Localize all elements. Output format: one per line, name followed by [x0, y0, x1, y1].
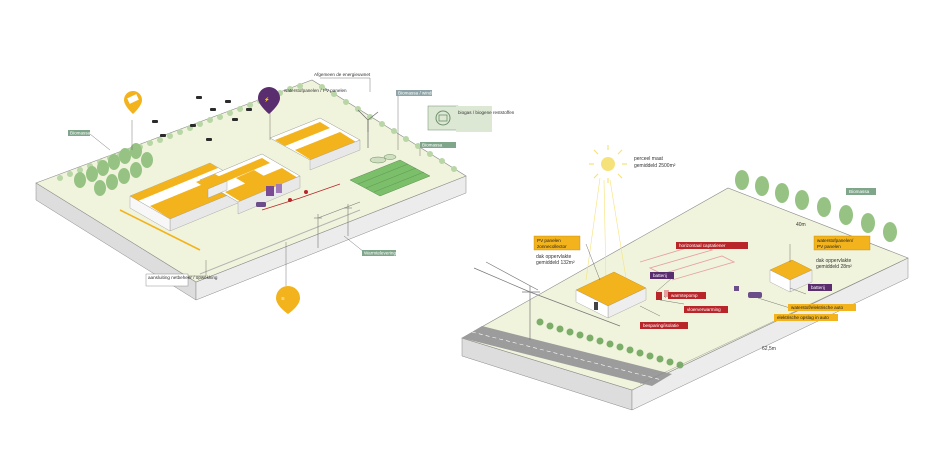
car-left — [256, 202, 266, 207]
svg-text:PV panelen: PV panelen — [817, 244, 841, 249]
lightning-icon: ⚡ — [264, 96, 270, 103]
wind-turbine — [357, 109, 379, 148]
svg-text:Biomassa / windmolens: Biomassa / windmolens — [398, 91, 447, 96]
svg-text:waterstofpanelen/: waterstofpanelen/ — [817, 238, 854, 243]
label-battery-left: batterij — [650, 272, 674, 279]
dimension-length: 62,5m — [762, 346, 776, 352]
power-lines-left — [314, 201, 361, 248]
svg-text:Warmtelevering: Warmtelevering — [364, 251, 396, 256]
svg-text:waterstof/elektrische auto: waterstof/elektrische auto — [791, 305, 844, 310]
svg-text:zonnecollector: zonnecollector — [537, 244, 567, 249]
solar-field — [349, 159, 431, 197]
right-tree-row — [735, 170, 897, 242]
dimension-width: 40m — [796, 222, 806, 228]
plot-size-line2: gemiddeld 2500m² — [634, 163, 676, 169]
label-electric-storage: elektrische opslag in auto — [774, 314, 838, 321]
right-hedge — [536, 318, 684, 369]
roof-area-left-2: gemiddeld 132m² — [536, 260, 575, 266]
flame-icon: ≋ — [281, 296, 285, 301]
road-marking — [471, 331, 663, 381]
svg-text:besparing/isolatie: besparing/isolatie — [643, 323, 679, 328]
label-groen-biomassa: Biomassa — [420, 142, 456, 148]
charger-right — [734, 286, 739, 291]
installation-purple-2 — [276, 184, 282, 193]
svg-text:aansluiting netbeheer / opwekk: aansluiting netbeheer / opwekking — [148, 275, 218, 280]
label-hydrogen-pv: waterstofpanelen/ PV panelen — [813, 235, 871, 251]
svg-text:vloerverwarming: vloerverwarming — [687, 307, 721, 312]
label-connection: aansluiting netbeheer / opwekking — [145, 273, 218, 287]
electricity-pin: ⚡ — [258, 87, 280, 114]
sun-icon — [589, 145, 627, 183]
car-right — [748, 292, 762, 298]
left-farm-diagram: ⚡ ≋ Biomassa Afgemeen de energieuwnet wa… — [35, 72, 515, 314]
dimension-line-length — [639, 261, 901, 385]
svg-text:biogas / biogene reststoffen: biogas / biogene reststoffen — [458, 110, 515, 115]
svg-text:Biomassa: Biomassa — [70, 131, 91, 136]
power-lines-right — [473, 261, 621, 340]
right-ground — [461, 187, 909, 391]
pipeline-1 — [119, 209, 201, 251]
left-tree-row — [74, 143, 153, 196]
solar-pin — [124, 91, 142, 114]
svg-text:horizontaal captatiener: horizontaal captatiener — [679, 243, 726, 248]
house-right — [769, 259, 813, 293]
label-waterstof: waterstofpanelen / PV panelen — [284, 88, 347, 93]
svg-text:batterij: batterij — [811, 285, 825, 290]
label-biogas: biogas / biogene reststoffen — [456, 106, 515, 132]
label-hydrogen-car: waterstof/elektrische auto — [788, 304, 856, 311]
biomass-icon-box — [427, 105, 459, 131]
sun-rays — [585, 177, 627, 283]
svg-text:Afgemeen de energieuwnet: Afgemeen de energieuwnet — [314, 72, 371, 77]
road-left — [199, 209, 361, 275]
barn-top — [269, 117, 361, 171]
cattle — [152, 96, 252, 141]
right-road — [462, 326, 672, 386]
svg-text:PV panelen: PV panelen — [537, 238, 561, 243]
label-warm-supply: Warmtelevering — [362, 250, 396, 256]
tank-1 — [369, 156, 387, 164]
roof-area-left-1: dak oppervlakte — [536, 254, 572, 260]
svg-text:Biomassa: Biomassa — [849, 189, 870, 194]
label-insulation: besparing/isolatie — [640, 322, 688, 329]
roof-area-right-2: gemiddeld 28m² — [816, 264, 852, 270]
label-battery-right: batterij — [808, 284, 832, 291]
label-floor-heating: vloerverwarming — [684, 306, 728, 313]
tank-2 — [383, 154, 397, 160]
house-left — [575, 271, 647, 319]
pipeline-2 — [261, 183, 341, 211]
svg-text:waterstofpanelen / PV panelen: waterstofpanelen / PV panelen — [284, 88, 347, 93]
label-energy-network: Afgemeen de energieuwnet — [314, 72, 371, 77]
label-biomassa-left: Biomassa — [68, 130, 91, 136]
svg-text:warmtepomp: warmtepomp — [671, 293, 698, 298]
plot-size-line1: perceel maat — [634, 156, 664, 162]
red-node-2 — [304, 190, 308, 194]
right-house-diagram: 40m 62,5m perceel maat gemiddeld 2500m² … — [461, 145, 909, 411]
house-small — [196, 170, 264, 199]
heatpump-unit-2 — [664, 290, 669, 297]
heatpump-unit — [656, 292, 662, 300]
label-heat-pump: warmtepomp — [668, 292, 706, 299]
svg-text:elektrische opslag in auto: elektrische opslag in auto — [777, 315, 829, 320]
label-biomassa-top: Biomassa / windmolens — [396, 90, 447, 96]
svg-text:Biomassa: Biomassa — [422, 143, 443, 148]
installation-purple — [266, 186, 274, 196]
svg-text:batterij: batterij — [653, 273, 667, 278]
label-pv-collector: PV panelen zonnecollector — [533, 235, 581, 251]
gas-pin: ≋ — [276, 286, 300, 314]
label-horizontal-collector: horizontaal captatiener — [676, 242, 748, 249]
roof-area-right-1: dak oppervlakte — [816, 258, 852, 264]
solar-field-lines — [357, 163, 425, 193]
label-biomassa-right: Biomassa — [846, 188, 876, 195]
solar-panel-icon — [127, 94, 139, 104]
house-door — [594, 302, 598, 310]
